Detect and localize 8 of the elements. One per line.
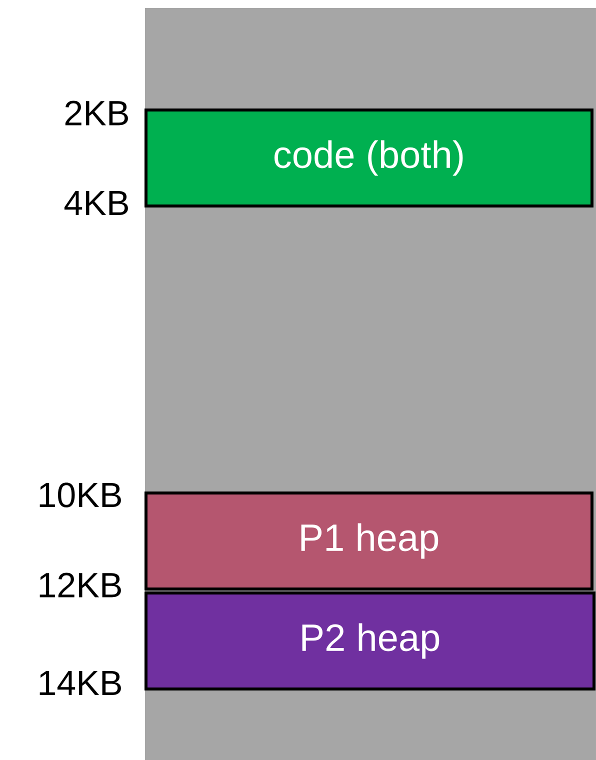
memory-region-box: code (both): [144, 108, 594, 208]
memory-region-box: P2 heap: [144, 592, 596, 690]
address-label: 12KB: [40, 572, 121, 598]
memory-region-box: P1 heap: [144, 492, 594, 590]
address-label: 14KB: [40, 670, 121, 696]
address-label: 10KB: [40, 482, 121, 508]
address-label: 4KB: [64, 190, 128, 216]
address-label: 2KB: [65, 100, 128, 126]
